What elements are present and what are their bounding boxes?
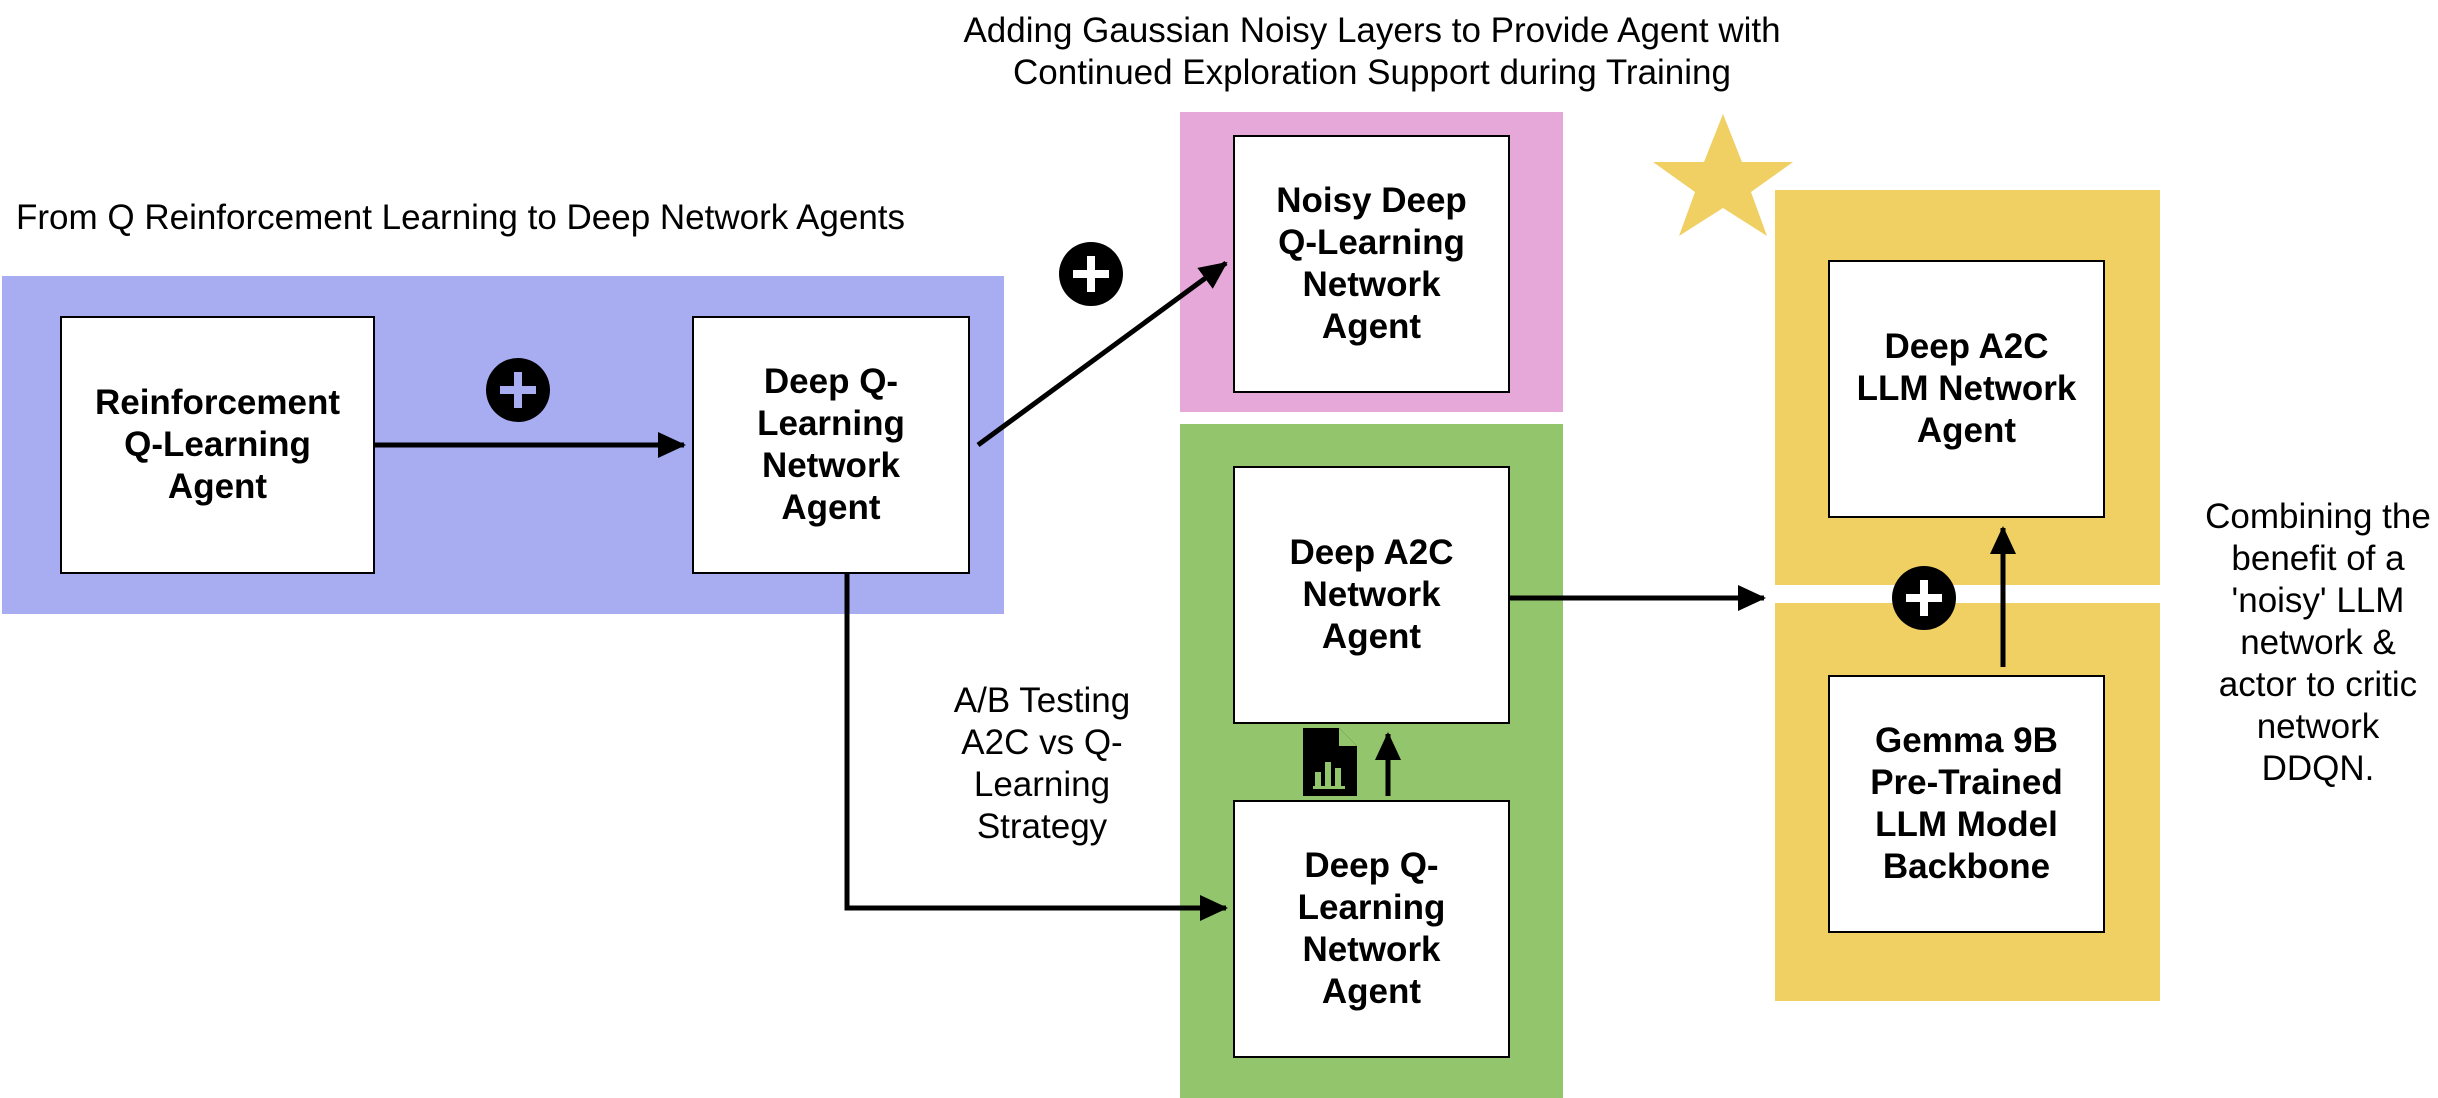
a2c-agent-box: Deep A2C Network Agent <box>1233 466 1510 724</box>
gemma-label: Gemma 9B Pre-Trained LLM Model Backbone <box>1870 721 2063 886</box>
noisy-dqn-box: Noisy Deep Q-Learning Network Agent <box>1233 135 1510 393</box>
top-caption: Adding Gaussian Noisy Layers to Provide … <box>963 11 1781 92</box>
plus-icon <box>1059 242 1123 306</box>
document-chart-icon <box>1303 728 1357 796</box>
rl-agent-label: Reinforcement Q-Learning Agent <box>94 383 341 506</box>
arrow-dqn-to-dqn2 <box>844 574 1226 911</box>
gemma-box: Gemma 9B Pre-Trained LLM Model Backbone <box>1828 675 2105 933</box>
arrow-dqn-to-noisy <box>976 260 1228 448</box>
a2c-agent-label: Deep A2C Network Agent <box>1289 533 1454 656</box>
a2c-llm-label: Deep A2C LLM Network Agent <box>1856 327 2077 450</box>
dqn-agent-2-label: Deep Q- Learning Network Agent <box>1297 846 1446 1011</box>
rl-agent-box: Reinforcement Q-Learning Agent <box>60 316 375 574</box>
a2c-llm-box: Deep A2C LLM Network Agent <box>1828 260 2105 518</box>
plus-icon <box>486 358 550 422</box>
left-caption: From Q Reinforcement Learning to Deep Ne… <box>16 198 906 237</box>
dqn-agent-box: Deep Q- Learning Network Agent <box>692 316 970 574</box>
star-icon <box>1653 114 1793 236</box>
plus-icon <box>1892 566 1956 630</box>
noisy-dqn-label: Noisy Deep Q-Learning Network Agent <box>1276 181 1467 346</box>
dqn-agent-label: Deep Q- Learning Network Agent <box>757 362 905 527</box>
right-caption: Combining the benefit of a 'noisy' LLM n… <box>2205 497 2431 788</box>
dqn-agent-2-box: Deep Q- Learning Network Agent <box>1233 800 1510 1058</box>
ab-testing-caption: A/B Testing A2C vs Q- Learning Strategy <box>953 681 1131 846</box>
